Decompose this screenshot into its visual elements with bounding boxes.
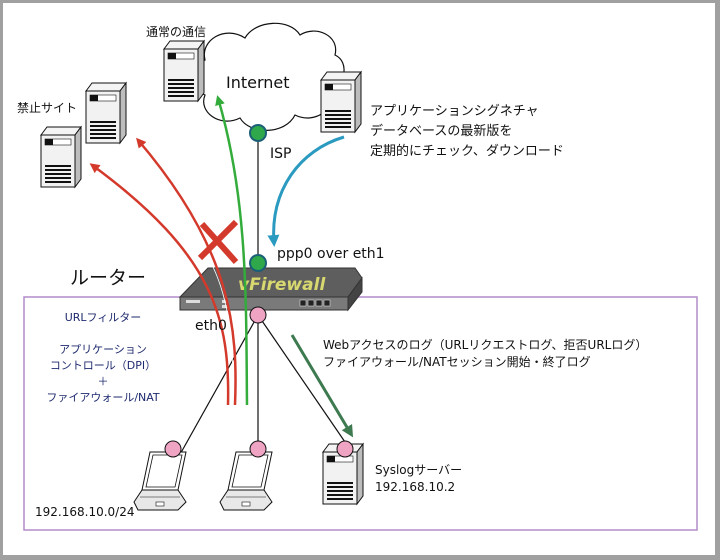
signature-update-arrow — [267, 135, 345, 247]
isp-label: ISP — [270, 146, 292, 162]
internet-label: Internet — [226, 73, 290, 92]
subnet-label: 192.168.10.0/24 — [35, 505, 135, 519]
router-label: ルーター — [70, 267, 147, 289]
eth0-label: eth0 — [195, 318, 227, 334]
eth0-node — [249, 306, 267, 324]
forbidden-site-server-1-icon — [85, 82, 127, 144]
lan-link-laptop-1 — [177, 314, 259, 459]
lan-link-syslog — [257, 314, 346, 443]
laptop-2-icon — [219, 451, 273, 511]
isp-node — [249, 124, 267, 142]
ppp0-node — [249, 254, 267, 272]
syslog-node — [336, 440, 354, 458]
signature-update-description: アプリケーションシグネチャ データベースの最新版を 定期的にチェック、ダウンロー… — [370, 104, 564, 159]
normal-traffic-label: 通常の通信 — [146, 25, 207, 39]
syslog-server-label: Syslogサーバー 192.168.10.2 — [375, 463, 463, 494]
signature-update-server-icon — [320, 71, 362, 133]
blocked-arrow-2 — [89, 163, 230, 406]
laptop-2-node — [249, 440, 267, 458]
forbidden-site-server-2-icon — [40, 126, 82, 188]
ppp0-label: ppp0 over eth1 — [277, 246, 385, 262]
normal-traffic-arrow — [215, 95, 249, 406]
router-brand: vFirewall — [238, 275, 326, 295]
laptop-1-node — [164, 440, 182, 458]
forbidden-sites-label: 禁止サイト — [17, 101, 78, 115]
blocked-x-mark-icon — [197, 219, 239, 265]
log-description: Webアクセスのログ（URLリクエストログ、拒否URLログ） ファイアウォール/… — [323, 338, 648, 369]
router-appliance-icon: vFirewall — [178, 267, 363, 312]
normal-site-server-icon — [163, 40, 205, 102]
laptop-1-icon — [133, 451, 187, 511]
log-arrow — [290, 334, 354, 438]
lan-boundary — [23, 296, 698, 531]
router-features: URLフィルター アプリケーション コントロール（DPI） ＋ ファイアウォール… — [46, 311, 160, 404]
blocked-arrow-1 — [136, 137, 237, 406]
